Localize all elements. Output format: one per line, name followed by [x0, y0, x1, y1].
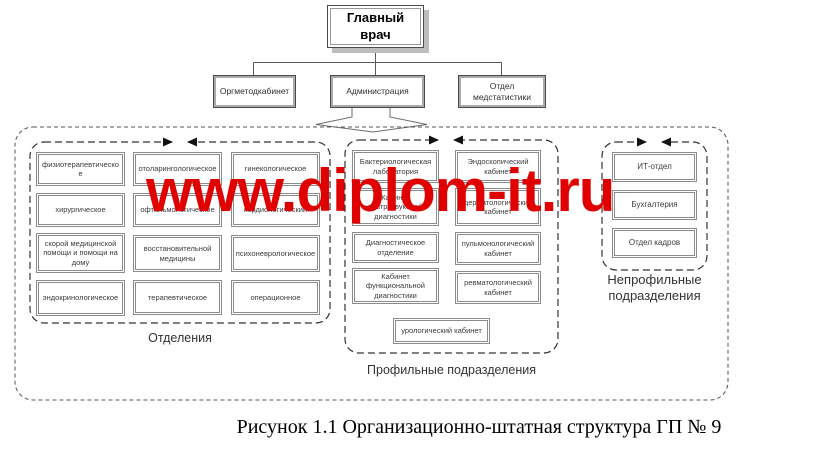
- node-bacteriological-lab: Бактериологическая лаборатория: [352, 150, 439, 183]
- node-diagnostic-department: Диагностическое отделение: [352, 232, 439, 263]
- group-label-nonprofile: Непрофильные подразделения: [607, 272, 702, 304]
- node-therapeutic: терапевтическое: [133, 280, 222, 315]
- node-emergency-home-care: скорой медицинской помощи и помощи на до…: [36, 233, 125, 273]
- outer-dashed-boundary: [14, 126, 729, 401]
- node-ophthalmology: офтальмологическое: [133, 193, 222, 227]
- node-physiotherapy: физиотерапевтическое: [36, 152, 125, 186]
- node-pulmonology-room: пульмонологический кабинет: [455, 232, 541, 265]
- node-chief-physician: Главный врач: [327, 5, 424, 48]
- node-restorative-medicine: восстановительной медицины: [133, 235, 222, 272]
- node-accounting: Бухгалтерия: [612, 190, 697, 220]
- group-label-profile: Профильные подразделения: [367, 363, 536, 377]
- node-endoscopy-room: Эндоскопический кабинет: [455, 150, 541, 183]
- node-surgery: хирургическое: [36, 193, 125, 227]
- node-gynecology: гинекологическое: [231, 152, 320, 186]
- node-rheumatology-room: ревматологический кабинет: [455, 271, 541, 304]
- group-top-arrows-icon: [163, 135, 671, 147]
- node-hr-department: Отдел кадров: [612, 228, 697, 258]
- node-otolaryngology: отоларингологическое: [133, 152, 222, 186]
- connector-lines: [253, 48, 502, 75]
- node-functional-diagnostics: Кабинет функциональной диагностики: [352, 268, 439, 304]
- node-dermatology-room: дерматологический кабинет: [455, 188, 541, 226]
- group-label-departments: Отделения: [148, 331, 212, 345]
- administration-down-arrow: [315, 108, 428, 133]
- node-ultrasound-room: Кабинет ультразвуковой диагностики: [352, 188, 439, 226]
- node-it-department: ИТ-отдел: [612, 152, 697, 182]
- node-medstatistics: Отдел медстатистики: [458, 75, 546, 108]
- node-orgmethod-office: Оргметодкабинет: [213, 75, 296, 108]
- node-cardiology: кардиологический: [231, 193, 320, 227]
- node-administration: Администрация: [330, 75, 425, 108]
- figure-caption: Рисунок 1.1 Организационно-штатная струк…: [236, 416, 722, 438]
- watermark-text: www.diplom-it.ru: [146, 157, 615, 224]
- node-psychoneurology: психоневрологическое: [231, 235, 320, 272]
- node-urology-room: урологический кабинет: [393, 318, 490, 344]
- node-operating: операционное: [231, 280, 320, 315]
- node-endocrinology: эндокринологическое: [36, 280, 125, 316]
